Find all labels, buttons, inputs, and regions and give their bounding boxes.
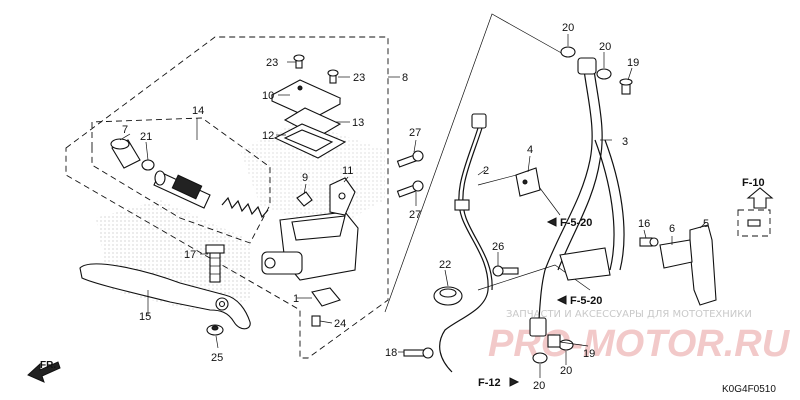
watermark-line1: ЗАПЧАСТИ И АКСЕССУАРЫ ДЛЯ МОТОТЕХНИКИ xyxy=(506,309,752,320)
callout-20-a: 20 xyxy=(562,22,574,34)
piston-set xyxy=(153,170,269,219)
callout-18: 18 xyxy=(385,347,397,359)
callout-2: 2 xyxy=(483,165,489,177)
callout-leaders xyxy=(119,34,707,378)
callout-23-left: 23 xyxy=(266,57,278,69)
assembly-outline-8 xyxy=(65,36,389,359)
callout-12: 12 xyxy=(262,130,274,142)
callout-5: 5 xyxy=(703,218,709,230)
callout-4: 4 xyxy=(527,144,533,156)
callout-13: 13 xyxy=(352,117,364,129)
callout-8: 8 xyxy=(402,72,408,84)
sealing-washers xyxy=(532,46,612,364)
callout-24: 24 xyxy=(334,318,346,330)
callout-27-bottom: 27 xyxy=(409,209,421,221)
callout-20-d: 20 xyxy=(560,365,572,377)
pivot-bolt xyxy=(205,244,225,283)
callout-20-c: 20 xyxy=(533,380,545,392)
front-direction-arrow xyxy=(27,361,61,383)
callout-26: 26 xyxy=(492,241,504,253)
main-hose xyxy=(529,57,625,337)
reservoir-cover xyxy=(270,79,342,120)
callout-11: 11 xyxy=(342,165,353,177)
grommet xyxy=(433,286,463,306)
sensor-bracket xyxy=(639,224,717,306)
callout-23-right: 23 xyxy=(353,72,365,84)
cross-references: F-10 F-5-20 F-5-20 F-12 xyxy=(478,177,765,389)
f10-arrow xyxy=(737,187,774,237)
callout-16: 16 xyxy=(638,218,650,230)
callout-15: 15 xyxy=(139,311,151,323)
ref-arrows xyxy=(509,217,567,387)
diagram-code: K0G4F0510 xyxy=(722,384,776,395)
stop-switch xyxy=(311,287,341,327)
ref-f520-top: F-5-20 xyxy=(560,217,592,229)
callout-25: 25 xyxy=(211,352,223,364)
diaphragm xyxy=(273,123,347,159)
assembly-outline-14 xyxy=(91,117,271,244)
hose-bolt xyxy=(403,347,434,359)
callout-3: 3 xyxy=(622,136,628,148)
direction-label: FR. xyxy=(40,360,56,371)
callout-1: 1 xyxy=(293,293,299,305)
clip xyxy=(296,191,313,207)
callouts: 1 2 3 4 5 6 7 8 9 10 11 12 13 14 15 16 1… xyxy=(122,22,709,392)
callout-19-bottom: 19 xyxy=(583,348,595,360)
circlip xyxy=(141,159,155,171)
callout-21: 21 xyxy=(140,131,152,143)
callout-9: 9 xyxy=(302,172,308,184)
hose-clamp xyxy=(515,167,541,197)
brake-hose xyxy=(439,113,493,373)
hose-bracket xyxy=(559,247,611,281)
cover-screws xyxy=(293,54,339,84)
callout-19-top: 19 xyxy=(627,57,639,69)
callout-20-b: 20 xyxy=(599,41,611,53)
callout-14: 14 xyxy=(192,105,204,117)
callout-6: 6 xyxy=(669,223,675,235)
piston-boot xyxy=(110,138,141,169)
ref-f10: F-10 xyxy=(742,177,765,189)
brake-lever xyxy=(79,263,251,330)
callout-10: 10 xyxy=(262,90,274,102)
ref-f12: F-12 xyxy=(478,377,501,389)
callout-22: 22 xyxy=(439,259,451,271)
callout-27-top: 27 xyxy=(409,127,421,139)
callout-17: 17 xyxy=(184,249,196,261)
callout-7: 7 xyxy=(122,124,128,136)
banjo-bolts xyxy=(547,78,633,348)
ref-f520-bottom: F-5-20 xyxy=(570,295,602,307)
mount-bolts xyxy=(396,150,424,198)
pivot-nut xyxy=(206,324,224,336)
bracket-bolt xyxy=(492,265,519,277)
master-cylinder xyxy=(261,177,359,281)
